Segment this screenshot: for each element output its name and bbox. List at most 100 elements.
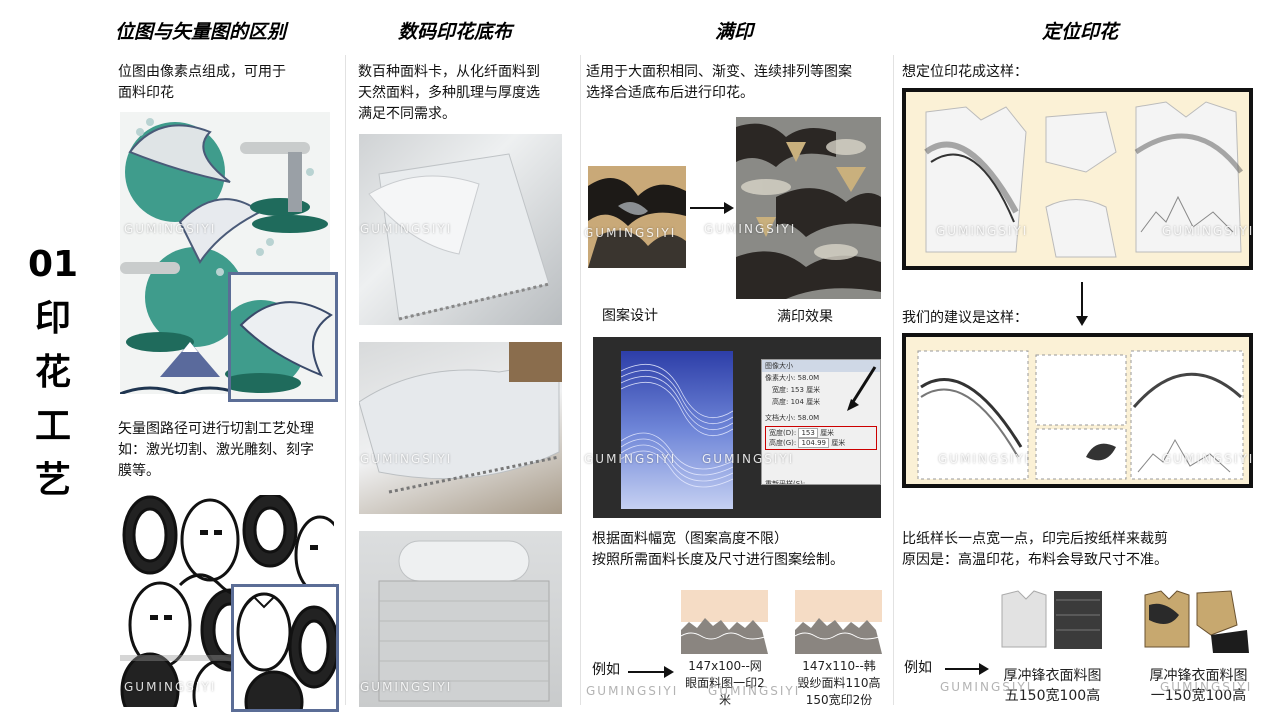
- dialog-resample: 重新采样(S):: [765, 480, 806, 485]
- watermark: GUMINGSIYI: [940, 680, 1033, 694]
- position-print-description: 想定位印花成这样：: [902, 64, 1028, 80]
- height-label: 高度(G):: [769, 439, 797, 447]
- example-caption-2: 147x110--韩 毁纱面料110高 150宽印2份: [790, 658, 888, 709]
- text-line: 天然面料，多种肌理与厚度选: [358, 85, 540, 101]
- fabric-swatch-photo-3: [359, 531, 562, 707]
- label-full-print-effect: 满印效果: [777, 309, 833, 325]
- fabric-swatch-photo-1: [359, 134, 562, 325]
- bitmap-description: 位图由像素点组成，可用于 面料印花: [118, 62, 286, 104]
- side-title: 01 印 花 工 艺: [28, 245, 78, 501]
- dialog-title: 图像大小: [762, 360, 880, 372]
- column-divider: [893, 55, 894, 705]
- column-divider: [580, 55, 581, 705]
- position-print-header: 定位印花: [1042, 21, 1119, 43]
- full-print-effect-image: [736, 117, 881, 299]
- watermark: GUMINGSIYI: [938, 452, 1031, 466]
- full-print-description: 适用于大面积相同、渐变、连续排列等图案 选择合适底布后进行印花。: [586, 62, 852, 104]
- text-line: 满足不同需求。: [358, 106, 456, 122]
- bitmap-crane-image: [120, 112, 330, 394]
- dialog-highlight-box: 宽度(D): 153 厘米 高度(G): 104.99 厘米: [765, 426, 877, 450]
- example-position-caption-2: 厚冲锋衣面料图 一150宽100高: [1136, 666, 1261, 706]
- example-position-image-1: [996, 585, 1108, 657]
- text-line: 数百种面料卡，从化纤面料到: [358, 64, 540, 80]
- vector-description: 矢量图路径可进行切割工艺处理 如：激光切割、激光雕刻、刻字 膜等。: [118, 419, 314, 482]
- pattern-design-image: [588, 166, 686, 268]
- text-line: 膜等。: [118, 463, 160, 479]
- unit: 厘米: [820, 429, 835, 437]
- text-line: 比纸样长一点宽一点，印完后按纸样来裁剪: [902, 531, 1168, 547]
- column-divider: [345, 55, 346, 705]
- image-size-dialog: 图像大小 像素大小: 58.0M 宽度: 153 厘米 高度: 104 厘米 文…: [761, 359, 881, 485]
- watermark: GUMINGSIYI: [1162, 224, 1255, 238]
- text-line: 厚冲锋衣面料图: [1003, 668, 1102, 684]
- arrow-right: [690, 202, 734, 214]
- fabric-description: 数百种面料卡，从化纤面料到 天然面料，多种肌理与厚度选 满足不同需求。: [358, 62, 540, 125]
- position-print-suggested-image: [902, 333, 1253, 488]
- text-line: 原因是：高温印花，布料会导致尺寸不准。: [902, 552, 1168, 568]
- watermark: GUMINGSIYI: [1162, 452, 1255, 466]
- text-line: 按照所需面料长度及尺寸进行图案绘制。: [592, 552, 844, 568]
- text-line: 如：激光切割、激光雕刻、刻字: [118, 442, 314, 458]
- side-title-char: 工: [34, 406, 71, 447]
- bitmap-header: 位图与矢量图的区别: [115, 21, 287, 43]
- dialog-line: 高度: 104 厘米: [772, 398, 821, 406]
- side-title-char: 花: [34, 352, 71, 393]
- text-line: 厚冲锋衣面料图: [1149, 668, 1248, 684]
- watermark: GUMINGSIYI: [702, 452, 795, 466]
- position-print-note: 比纸样长一点宽一点，印完后按纸样来裁剪 原因是：高温印花，布料会导致尺寸不准。: [902, 529, 1168, 571]
- vector-zoom-inset: [231, 584, 339, 712]
- bitmap-zoom-inset: [228, 272, 338, 402]
- arrow-down-icon: [1076, 282, 1088, 326]
- width-label: 宽度(D):: [769, 429, 797, 437]
- text-line: 选择合适底布后进行印花。: [586, 85, 754, 101]
- text-line: 五150宽100高: [1004, 688, 1101, 704]
- example-position-image-2: [1141, 585, 1253, 657]
- text-line: 147x110--韩: [802, 659, 876, 673]
- side-title-char: 艺: [34, 460, 71, 501]
- example-label: 例如: [904, 660, 932, 676]
- full-print-note: 根据面料幅宽（图案高度不限） 按照所需面料长度及尺寸进行图案绘制。: [592, 529, 844, 571]
- position-print-desired-image: [902, 88, 1253, 270]
- example-caption-1: 147x100--网 眼面料图一印2 米: [676, 658, 774, 709]
- watermark: GUMINGSIYI: [708, 684, 801, 698]
- unit: 厘米: [831, 439, 846, 447]
- example-position-caption-1: 厚冲锋衣面料图 五150宽100高: [990, 666, 1115, 706]
- watermark: GUMINGSIYI: [584, 452, 677, 466]
- text-line: 一150宽100高: [1150, 688, 1247, 704]
- software-screenshot: 图像大小 像素大小: 58.0M 宽度: 153 厘米 高度: 104 厘米 文…: [593, 337, 881, 518]
- watermark: GUMINGSIYI: [360, 222, 453, 236]
- watermark: GUMINGSIYI: [1160, 680, 1253, 694]
- text-line: 适用于大面积相同、渐变、连续排列等图案: [586, 64, 852, 80]
- side-title-char: 01: [27, 244, 79, 285]
- fabric-header: 数码印花底布: [398, 21, 513, 43]
- watermark: GUMINGSIYI: [124, 222, 217, 236]
- arrow-right: [628, 666, 674, 678]
- watermark: GUMINGSIYI: [936, 224, 1029, 238]
- height-value-field[interactable]: 104.99: [798, 438, 829, 448]
- text-line: 米: [718, 693, 731, 707]
- text-line: 面料印花: [118, 85, 174, 101]
- text-line: 147x100--网: [688, 659, 762, 673]
- wave-pattern-artwork: [621, 351, 733, 509]
- watermark: GUMINGSIYI: [584, 226, 677, 240]
- text-line: 150宽印2份: [805, 693, 873, 707]
- dialog-line: 宽度: 153 厘米: [772, 386, 821, 394]
- watermark: GUMINGSIYI: [360, 452, 453, 466]
- watermark: GUMINGSIYI: [586, 684, 679, 698]
- watermark: GUMINGSIYI: [360, 680, 453, 694]
- watermark: GUMINGSIYI: [124, 680, 217, 694]
- arrow-right: [945, 663, 989, 675]
- pointer-arrow-icon: [847, 366, 877, 411]
- full-print-header: 满印: [715, 21, 754, 43]
- width-value-field[interactable]: 153: [798, 428, 818, 438]
- text-line: 眼面料图一印2: [685, 676, 765, 690]
- fabric-swatch-photo-2: [359, 342, 562, 514]
- example-fabric-image-1: [681, 590, 768, 654]
- position-print-suggestion: 我们的建议是这样：: [902, 310, 1028, 326]
- watermark: GUMINGSIYI: [704, 222, 797, 236]
- side-title-char: 印: [34, 298, 71, 339]
- example-label: 例如: [592, 662, 620, 678]
- text-line: 矢量图路径可进行切割工艺处理: [118, 421, 314, 437]
- dialog-line: 文档大小: 58.0M: [765, 414, 820, 422]
- text-line: 位图由像素点组成，可用于: [118, 64, 286, 80]
